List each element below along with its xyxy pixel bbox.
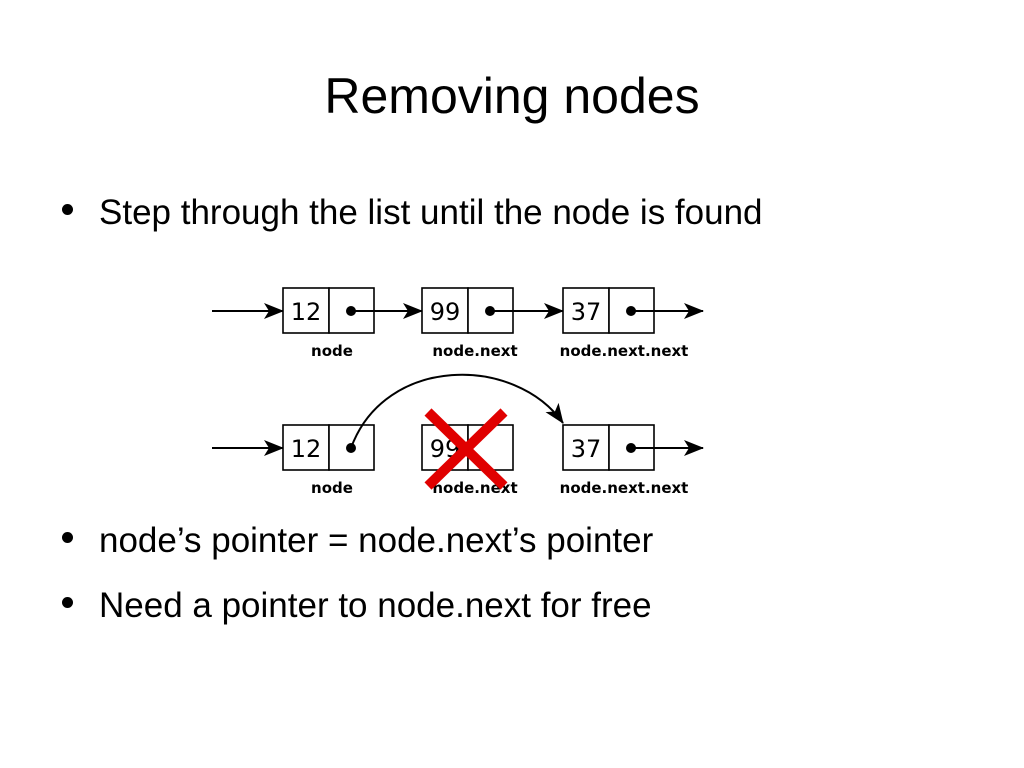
bullet-dot-icon	[62, 204, 73, 215]
bullet-need-pointer: Need a pointer to node.next for free	[62, 585, 652, 627]
bypass-arrow	[350, 373, 564, 449]
node-value: 12	[291, 298, 322, 326]
red-x-icon	[424, 408, 508, 490]
node-value-cell	[421, 287, 469, 334]
bullet-text: Step through the list until the node is …	[99, 193, 763, 232]
node-99: 99 node.next	[421, 287, 518, 360]
node-label: node	[311, 479, 353, 497]
node-37: 37 node.next.next	[560, 424, 689, 497]
bullet-text: node’s pointer = node.next’s pointer	[99, 521, 654, 560]
bullet-text: Need a pointer to node.next for free	[99, 586, 652, 625]
node-label: node.next.next	[560, 479, 689, 497]
node-value: 37	[571, 435, 602, 463]
node-value-cell	[282, 287, 330, 334]
node-value: 99	[430, 298, 461, 326]
node-label: node.next	[432, 342, 517, 360]
bullet-step-through: Step through the list until the node is …	[62, 192, 763, 234]
node-12: 12 node	[282, 287, 375, 360]
node-12: 12 node	[282, 424, 375, 497]
bullet-pointer-assign: node’s pointer = node.next’s pointer	[62, 520, 653, 562]
list-after: 12 node 99 node.next 37 node.next.next	[212, 373, 704, 497]
node-label: node.next.next	[560, 342, 689, 360]
node-value: 12	[291, 435, 322, 463]
node-99-removed: 99 node.next	[421, 408, 518, 497]
bullet-dot-icon	[62, 597, 73, 608]
node-label: node	[311, 342, 353, 360]
node-37: 37 node.next.next	[560, 287, 689, 360]
node-value: 37	[571, 298, 602, 326]
slide-title: Removing nodes	[324, 68, 700, 124]
list-before: 12 node 99 node.next 37 node.next.next	[212, 287, 704, 360]
bullet-dot-icon	[62, 532, 73, 543]
